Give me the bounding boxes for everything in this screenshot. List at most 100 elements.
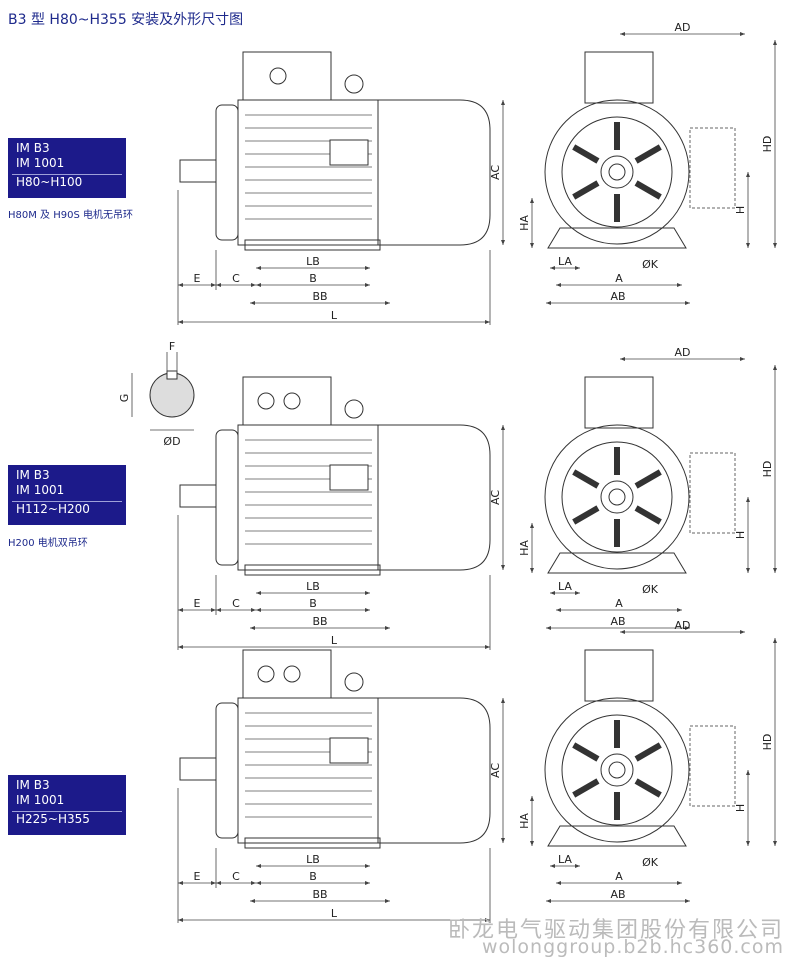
dim-d-label: ØD bbox=[163, 435, 180, 448]
page-title: B3 型 H80~H355 安装及外形尺寸图 bbox=[8, 12, 244, 28]
motor-row-1 bbox=[179, 51, 736, 251]
dim-h-label: H bbox=[734, 206, 747, 214]
dim-c-label: C bbox=[232, 870, 240, 883]
nameplate bbox=[329, 139, 369, 166]
terminal-box bbox=[242, 51, 332, 101]
dim-bb-label: BB bbox=[312, 615, 327, 628]
fan-cover bbox=[378, 697, 491, 844]
dim-ha-label: HA bbox=[518, 215, 531, 231]
dim-ab-label: AB bbox=[610, 615, 625, 628]
bearing-hub bbox=[600, 155, 634, 189]
cable-gland bbox=[257, 665, 275, 683]
foot bbox=[244, 239, 381, 251]
terminal-box bbox=[242, 649, 332, 699]
rib bbox=[572, 505, 600, 525]
foot bbox=[244, 837, 381, 849]
dim-a-label: A bbox=[615, 597, 623, 610]
cable-gland bbox=[283, 665, 301, 683]
dim-hd-label: HD bbox=[761, 734, 774, 751]
rib bbox=[634, 505, 662, 525]
watermark-company: 卧龙电气驱动集团股份有限公司 bbox=[447, 918, 784, 943]
end-shield-inner bbox=[561, 441, 673, 553]
motor-row-3 bbox=[179, 649, 736, 849]
rib bbox=[634, 144, 662, 164]
shaft bbox=[179, 484, 217, 508]
mount-type: IM B3 bbox=[16, 778, 50, 792]
end-shield bbox=[544, 99, 690, 245]
dim-f-label: F bbox=[169, 340, 175, 353]
flange bbox=[215, 104, 239, 241]
bearing-hub bbox=[600, 480, 634, 514]
front-feet bbox=[547, 552, 687, 574]
lifting-eye bbox=[344, 672, 364, 692]
shaft-section bbox=[149, 372, 195, 418]
end-shield bbox=[544, 697, 690, 843]
rib bbox=[572, 469, 600, 489]
shaft bbox=[179, 159, 217, 183]
dim-k-label: ØK bbox=[642, 258, 659, 271]
dim-ha-arrows bbox=[530, 796, 534, 846]
watermark-site: wolonggroup.b2b.hc360.com bbox=[481, 936, 784, 958]
dim-k-label: ØK bbox=[642, 583, 659, 596]
dim-l-label: L bbox=[331, 634, 338, 647]
dim-ha-label: HA bbox=[518, 813, 531, 829]
dim-h-label: H bbox=[734, 804, 747, 812]
dim-a-label: A bbox=[615, 870, 623, 883]
dim-b-label: B bbox=[309, 272, 317, 285]
front-terminal-box bbox=[584, 51, 654, 104]
bearing-hub bbox=[600, 753, 634, 787]
flange bbox=[215, 702, 239, 839]
motor-row-2 bbox=[179, 376, 736, 576]
frame-range: H225~H355 bbox=[12, 811, 122, 827]
shaft bbox=[179, 757, 217, 781]
dim-ha-label: HA bbox=[518, 540, 531, 556]
mounting-box-3: IM B3 IM 1001 H225~H355 bbox=[8, 775, 126, 835]
shaft-end bbox=[608, 163, 626, 181]
rib bbox=[572, 778, 600, 798]
frame-range: H80~H100 bbox=[12, 174, 122, 190]
alt-terminal-box bbox=[689, 452, 736, 534]
dim-g-label: G bbox=[118, 394, 131, 403]
mount-code: IM 1001 bbox=[16, 793, 65, 807]
alt-terminal-box bbox=[689, 725, 736, 807]
keyway bbox=[166, 370, 178, 380]
dim-la-label: LA bbox=[558, 580, 572, 593]
rib bbox=[634, 778, 662, 798]
cable-gland bbox=[269, 67, 287, 85]
dim-c-arrows bbox=[216, 881, 256, 885]
front-terminal-box bbox=[584, 376, 654, 429]
mounting-box-2: IM B3 IM 1001 H112~H200 bbox=[8, 465, 126, 525]
rib bbox=[634, 180, 662, 200]
end-shield bbox=[544, 424, 690, 570]
dim-ac-label: AC bbox=[489, 490, 502, 505]
dim-ac-label: AC bbox=[489, 165, 502, 180]
dim-a-label: A bbox=[615, 272, 623, 285]
rib bbox=[572, 180, 600, 200]
fan-cover bbox=[378, 99, 491, 246]
shaft-end bbox=[608, 761, 626, 779]
dim-lb-label: LB bbox=[306, 255, 320, 268]
dim-hd-label: HD bbox=[761, 136, 774, 153]
dim-lb-label: LB bbox=[306, 853, 320, 866]
dim-c-label: C bbox=[232, 597, 240, 610]
row-note-2: H200 电机双吊环 bbox=[8, 538, 88, 549]
row-note-1: H80M 及 H90S 电机无吊环 bbox=[8, 210, 133, 221]
front-feet bbox=[547, 825, 687, 847]
dim-hd-label: HD bbox=[761, 461, 774, 478]
dim-ha-arrows bbox=[530, 198, 534, 248]
mount-code: IM 1001 bbox=[16, 156, 65, 170]
dim-e-label: E bbox=[194, 870, 201, 883]
dim-c-label: C bbox=[232, 272, 240, 285]
stator-frame bbox=[237, 697, 379, 844]
mount-type: IM B3 bbox=[16, 141, 50, 155]
shaft-end bbox=[608, 488, 626, 506]
dim-la-label: LA bbox=[558, 853, 572, 866]
dim-h-label: H bbox=[734, 531, 747, 539]
flange bbox=[215, 429, 239, 566]
dim-b-label: B bbox=[309, 597, 317, 610]
mount-type: IM B3 bbox=[16, 468, 50, 482]
rib bbox=[572, 742, 600, 762]
dim-ad-label: AD bbox=[675, 21, 691, 34]
dim-bb-label: BB bbox=[312, 888, 327, 901]
